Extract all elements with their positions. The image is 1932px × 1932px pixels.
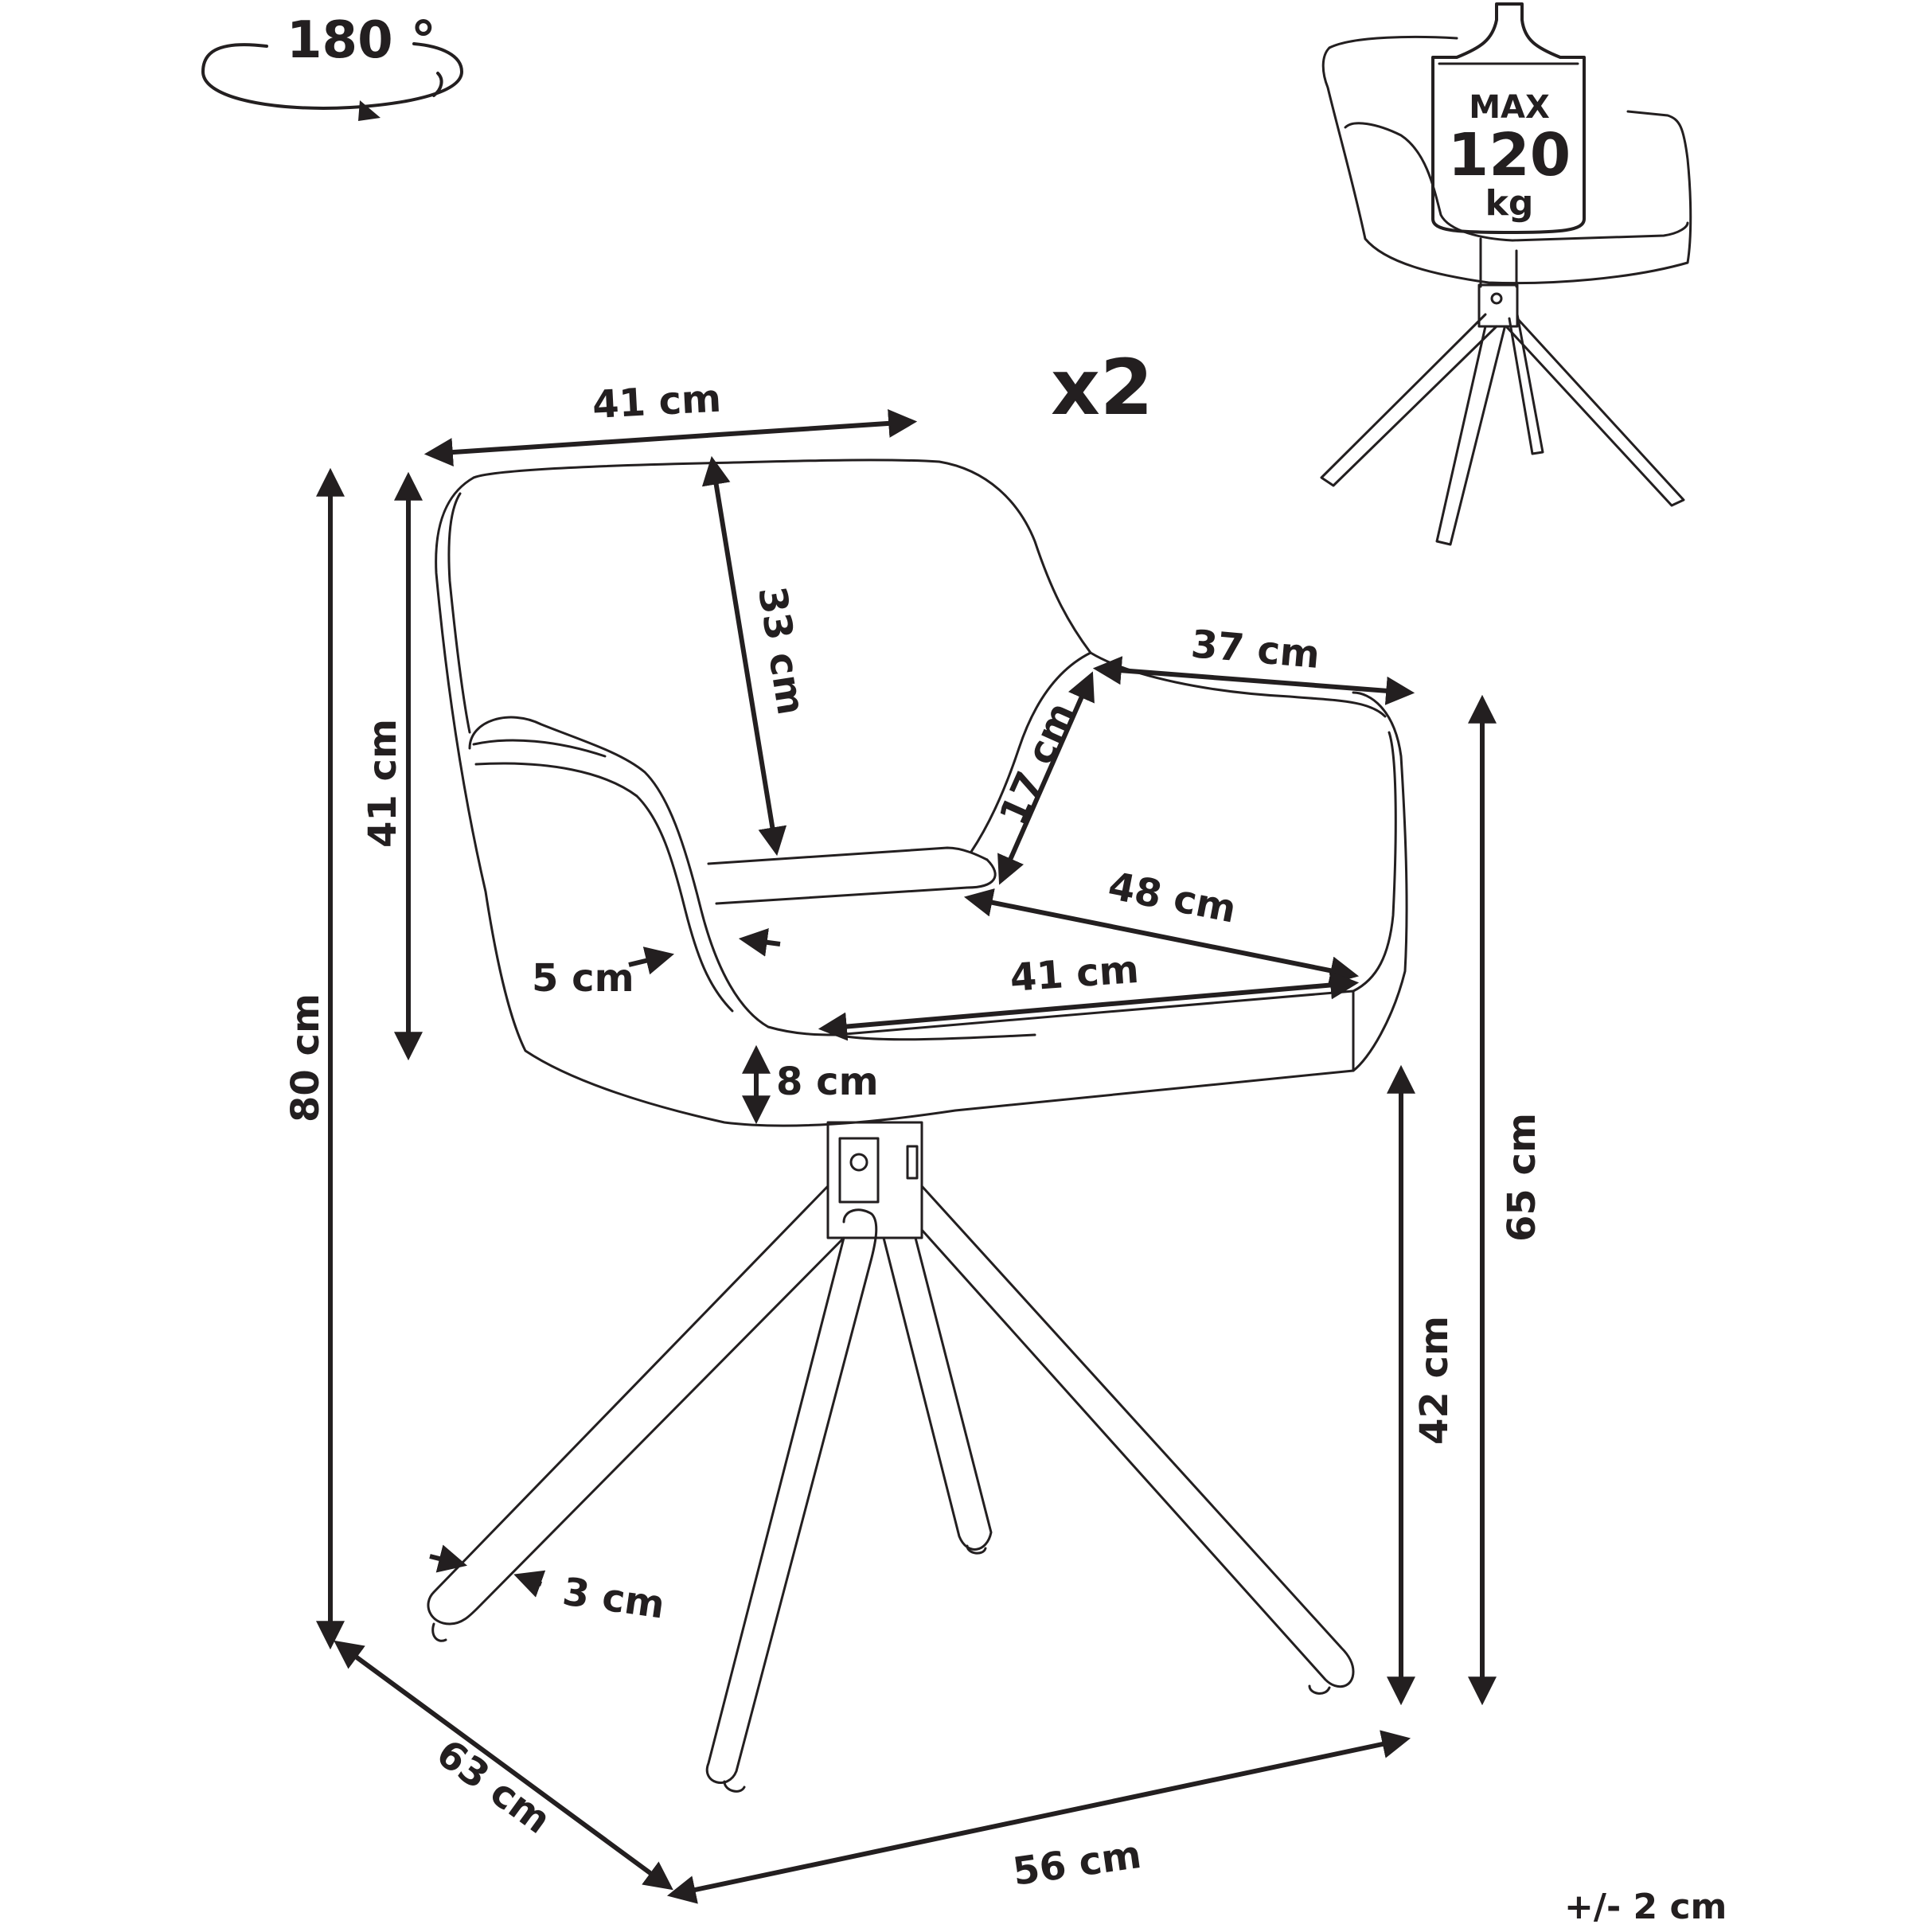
chair-legs xyxy=(427,1185,1355,1793)
rotate-arrow-icon xyxy=(201,42,463,121)
label-total-height: 80 cm xyxy=(283,993,328,1122)
max-load-line3: kg xyxy=(1485,183,1534,224)
label-armrest-height: 17 cm xyxy=(991,696,1084,832)
rotation-label: 180 ° xyxy=(287,11,436,70)
dim-armrest-length xyxy=(1092,656,1415,705)
dim-seat-width xyxy=(818,970,1360,1041)
label-armrest-length: 37 cm xyxy=(1189,622,1321,677)
dim-backrest-top-width xyxy=(423,408,918,467)
label-armrest-floor-height: 65 cm xyxy=(1500,1113,1544,1242)
max-load-line1: MAX xyxy=(1469,89,1550,126)
dim-total-width xyxy=(666,1730,1411,1904)
label-seat-cushion-thickness: 8 cm xyxy=(776,1060,879,1104)
weight-icon xyxy=(1431,2,1586,234)
dim-leg-width-a xyxy=(429,1544,467,1573)
label-seat-height: 42 cm xyxy=(1412,1316,1457,1445)
label-total-width: 56 cm xyxy=(1010,1832,1144,1895)
dimension-lines xyxy=(316,408,1497,1904)
dim-leg-width-b xyxy=(513,1570,546,1598)
tolerance-label: +/- 2 cm xyxy=(1564,1887,1727,1927)
dim-seat-depth xyxy=(963,888,1360,985)
dim-armrest-height xyxy=(997,671,1095,885)
label-backrest-top-width: 41 cm xyxy=(591,377,723,427)
dim-seat-front-thickness-a xyxy=(628,946,675,975)
small-swivel-base xyxy=(1477,283,1519,328)
quantity-label: x2 xyxy=(1051,343,1153,432)
label-total-depth: 63 cm xyxy=(428,1731,559,1843)
small-chair-illustration xyxy=(1320,2,1692,546)
label-backrest-height: 41 cm xyxy=(361,719,405,848)
label-seat-width: 41 cm xyxy=(1009,947,1140,1001)
label-back-height: 33 cm xyxy=(749,584,814,718)
dim-total-depth xyxy=(334,1640,673,1891)
max-load-line2: 120 xyxy=(1448,121,1571,189)
label-seat-depth: 48 cm xyxy=(1105,864,1240,932)
dim-back-height xyxy=(701,455,787,857)
label-seat-front-thickness: 5 cm xyxy=(532,956,634,1001)
label-leg-width: 3 cm xyxy=(560,1569,667,1627)
dim-seat-front-thickness-b xyxy=(738,927,781,957)
